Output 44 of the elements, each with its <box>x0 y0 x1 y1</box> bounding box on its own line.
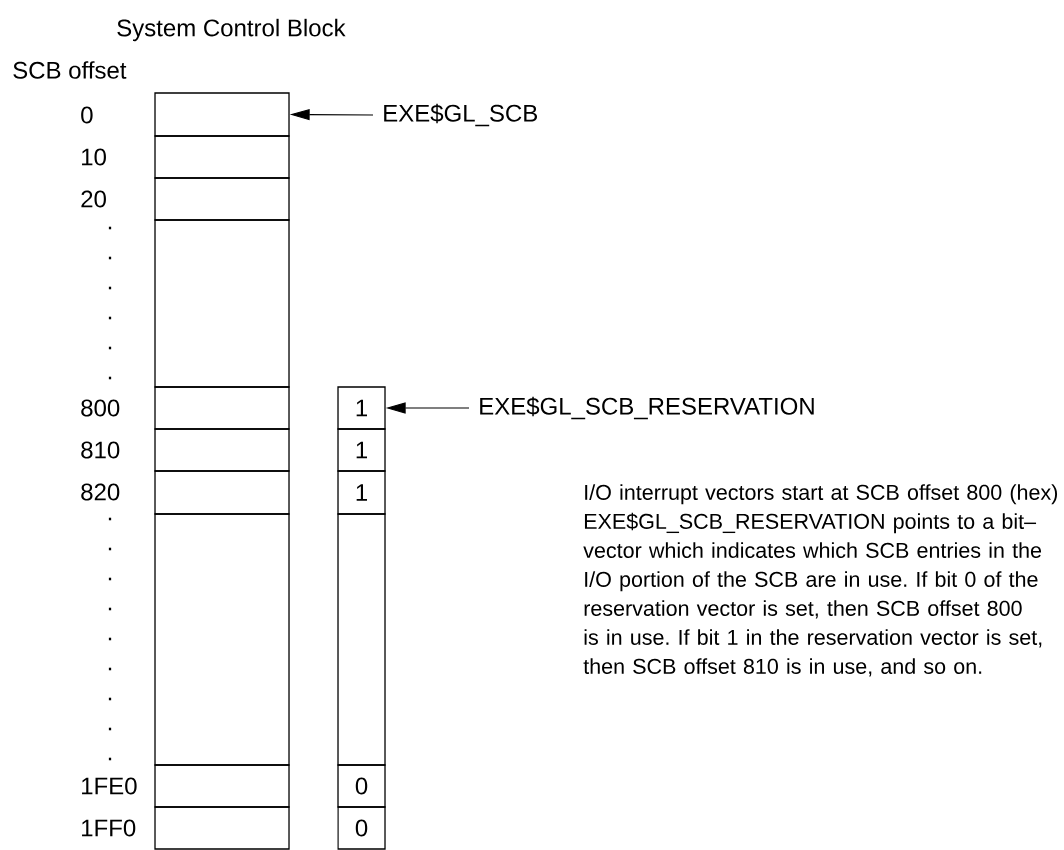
ellipsis-dot: . <box>108 757 112 761</box>
offset-label: 820 <box>81 483 120 501</box>
memory-cell <box>154 764 290 808</box>
ellipsis-dot: . <box>108 517 112 521</box>
offset-label: 1FE0 <box>82 777 137 795</box>
offset-label: 20 <box>81 190 106 208</box>
bit-cell: 1 <box>337 428 386 472</box>
offset-label: 800 <box>81 399 120 417</box>
offset-label: 0 <box>81 106 93 124</box>
ellipsis-dot: . <box>108 667 112 671</box>
ellipsis-dot: . <box>108 286 112 290</box>
memory-cell <box>154 428 290 472</box>
memory-cell <box>154 177 290 221</box>
bit-cell <box>337 513 386 766</box>
memory-cell <box>154 513 290 766</box>
note-text: I/O interrupt vectors start at SCB offset 800 (hex) EXE$GL_SCB_RESERVATION points to a bit– vector which indicates which SCB entries in the I/O portion of the SCB are in use. If bit 0 of the reservation vector is set, then SCB offset 800 is in use. If bit 1 in the reservation vector is set, then SCB offset 810 is in use, and so on. <box>583 484 1058 677</box>
ellipsis-dot: . <box>108 577 112 581</box>
title: System Control Block <box>117 18 346 42</box>
ellipsis-dot: . <box>108 316 112 320</box>
ellipsis-dot: . <box>108 346 112 350</box>
memory-cell <box>154 806 290 850</box>
bit-cell: 1 <box>337 386 386 430</box>
memory-cell <box>154 386 290 430</box>
pointer-label: EXE$GL_SCB_RESERVATION <box>480 396 814 420</box>
ellipsis-dot: . <box>108 256 112 260</box>
memory-cell <box>154 470 290 515</box>
offset-label: 810 <box>81 441 120 459</box>
offset-label: 1FF0 <box>82 819 136 837</box>
ellipsis-dot: . <box>108 637 112 641</box>
memory-cell <box>154 135 290 179</box>
ellipsis-dot: . <box>108 697 112 701</box>
bit-cell: 0 <box>337 764 386 808</box>
ellipsis-dot: . <box>108 607 112 611</box>
ellipsis-dot: . <box>108 547 112 551</box>
bit-cell: 0 <box>337 806 386 850</box>
column-heading: SCB offset <box>13 61 127 79</box>
memory-cell <box>154 219 290 388</box>
offset-label: 10 <box>82 148 106 166</box>
ellipsis-dot: . <box>108 727 112 731</box>
ellipsis-dot: . <box>108 226 112 230</box>
pointer-label: EXE$GL_SCB <box>384 103 537 127</box>
ellipsis-dot: . <box>108 376 112 380</box>
bit-cell: 1 <box>337 470 386 515</box>
memory-cell <box>154 92 290 137</box>
